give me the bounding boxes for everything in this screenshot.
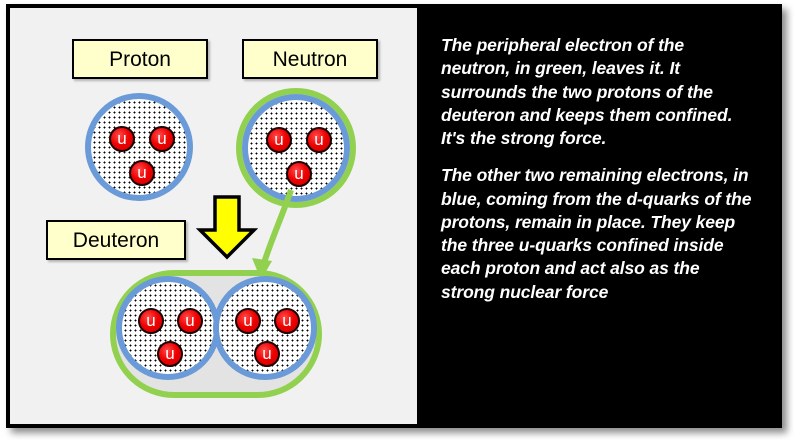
yellow-down-arrow-icon [196, 195, 258, 260]
quark-u: u [149, 126, 175, 152]
proton-circle: u u u [85, 93, 193, 201]
green-electron-transfer-arrow-icon [252, 189, 294, 280]
neutron-circle: u u u [242, 94, 350, 202]
quark-u: u [306, 127, 332, 153]
quark-u: u [177, 308, 203, 334]
quark-u: u [266, 127, 292, 153]
quark-u: u [138, 308, 164, 334]
label-box-deuteron: Deuteron [46, 220, 186, 260]
deuteron-proton-left: u u u [116, 276, 220, 380]
quark-u: u [129, 160, 155, 186]
explanation-text-panel: The peripheral electron of the neutron, … [417, 8, 778, 424]
paragraph-2: The other two remaining electrons, in bl… [441, 165, 752, 302]
quark-u: u [254, 341, 280, 367]
label-text-deuteron: Deuteron [72, 228, 160, 252]
label-box-proton: Proton [72, 39, 208, 79]
quark-u: u [286, 161, 312, 187]
diagram-panel: Proton Neutron Deuteron u u u u u u [10, 8, 417, 424]
quark-u: u [157, 341, 183, 367]
deuteron-proton-right: u u u [213, 276, 317, 380]
label-text-neutron: Neutron [272, 47, 348, 71]
label-box-neutron: Neutron [242, 39, 378, 79]
quark-u: u [235, 308, 261, 334]
quark-u: u [109, 126, 135, 152]
label-text-proton: Proton [109, 47, 171, 71]
quark-u: u [274, 308, 300, 334]
paragraph-1: The peripheral electron of the neutron, … [441, 35, 733, 149]
slide-frame: Proton Neutron Deuteron u u u u u u [6, 4, 782, 428]
